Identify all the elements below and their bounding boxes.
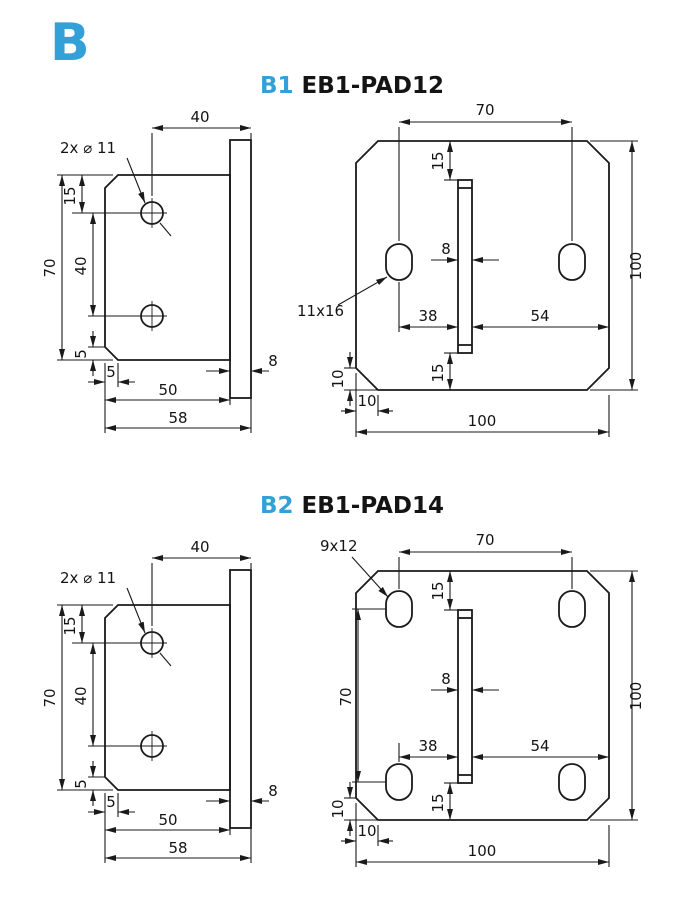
b2-front-slot-label: 9x12 bbox=[320, 537, 358, 555]
b2-title-code: B2 bbox=[260, 493, 294, 519]
b1-title-code: B1 bbox=[260, 73, 294, 99]
b1-front-slot-label: 11x16 bbox=[297, 302, 344, 320]
b2-hole-centerlines bbox=[137, 628, 167, 761]
b1-front-view: 70 15 8 11x16 38 54 15 100 10 10 100 bbox=[297, 101, 645, 437]
b1-side-dim-8: 8 bbox=[268, 352, 278, 370]
b1-bracket-outline bbox=[104, 139, 252, 399]
b1-side-dim-40-spacing: 40 bbox=[72, 256, 90, 275]
b1-front-dim-70-top: 70 bbox=[475, 101, 494, 119]
b2-front-dim-10-horiz: 10 bbox=[357, 822, 376, 840]
b1-side-dim-15: 15 bbox=[61, 186, 79, 205]
b1-front-dimension-lines bbox=[337, 119, 638, 437]
b1-side-view: 40 2x ⌀ 11 15 70 40 5 5 8 50 58 bbox=[41, 108, 278, 433]
b2-side-dim-5-vert: 5 bbox=[72, 779, 90, 789]
b1-side-dim-5-vert: 5 bbox=[72, 349, 90, 359]
b1-side-dim-5-horiz: 5 bbox=[106, 363, 116, 381]
b2-side-dim-40-spacing: 40 bbox=[72, 686, 90, 705]
b2-side-dim-50: 50 bbox=[158, 811, 177, 829]
b1-side-dim-70: 70 bbox=[41, 258, 59, 277]
b1-front-dim-10-vert: 10 bbox=[329, 369, 347, 388]
b2-front-dim-100-bottom: 100 bbox=[468, 842, 497, 860]
b2-front-dim-15-top: 15 bbox=[429, 581, 447, 600]
b2-side-view: 40 2x ⌀ 11 15 70 40 5 5 8 50 58 bbox=[41, 538, 278, 863]
b1-front-dim-54: 54 bbox=[530, 307, 549, 325]
b2-side-dim-58: 58 bbox=[168, 839, 187, 857]
b1-title-name: EB1-PAD12 bbox=[302, 73, 444, 99]
section-letter: B bbox=[50, 13, 90, 73]
b1-front-dim-15-bottom: 15 bbox=[429, 363, 447, 382]
b1-front-dim-10-horiz: 10 bbox=[357, 392, 376, 410]
b1-title: B1 EB1-PAD12 bbox=[260, 73, 444, 99]
b1-side-dim-40-top: 40 bbox=[190, 108, 209, 126]
b1-pad-outline bbox=[355, 140, 610, 391]
b2-title-name: EB1-PAD14 bbox=[302, 493, 444, 519]
b2-side-dimension-lines bbox=[57, 555, 269, 863]
b2-side-dim-15: 15 bbox=[61, 616, 79, 635]
b1-side-dim-58: 58 bbox=[168, 409, 187, 427]
b2-front-dim-38: 38 bbox=[418, 737, 437, 755]
b1-side-dimension-lines bbox=[57, 125, 269, 433]
b1-front-dim-38: 38 bbox=[418, 307, 437, 325]
b1-front-dim-8-rib: 8 bbox=[441, 240, 451, 258]
b1-front-dim-100-right: 100 bbox=[627, 252, 645, 281]
b2-side-dim-70: 70 bbox=[41, 688, 59, 707]
b2-side-dim-5-horiz: 5 bbox=[106, 793, 116, 811]
b1-hole-centerlines bbox=[137, 198, 167, 331]
b2-side-holes-label: 2x ⌀ 11 bbox=[60, 569, 116, 587]
b2-pad-outline bbox=[355, 570, 610, 821]
b1-side-dim-50: 50 bbox=[158, 381, 177, 399]
b2-front-dim-70-top: 70 bbox=[475, 531, 494, 549]
b2-front-dim-70-left: 70 bbox=[337, 687, 355, 706]
b2-side-dim-8: 8 bbox=[268, 782, 278, 800]
b2-front-dim-8-rib: 8 bbox=[441, 670, 451, 688]
b2-front-dim-10-vert: 10 bbox=[329, 799, 347, 818]
b2-front-dimension-lines bbox=[341, 549, 638, 867]
b1-front-dim-100-bottom: 100 bbox=[468, 412, 497, 430]
b2-front-dim-100-right: 100 bbox=[627, 682, 645, 711]
b1-side-holes-label: 2x ⌀ 11 bbox=[60, 139, 116, 157]
b2-title: B2 EB1-PAD14 bbox=[260, 493, 444, 519]
b2-bracket-outline bbox=[104, 569, 252, 829]
b2-front-dim-15-bottom: 15 bbox=[429, 793, 447, 812]
b2-front-view: 9x12 70 15 8 70 38 54 15 100 10 10 100 bbox=[320, 531, 645, 867]
b2-side-dim-40-top: 40 bbox=[190, 538, 209, 556]
b2-front-dim-54: 54 bbox=[530, 737, 549, 755]
b1-front-dim-15-top: 15 bbox=[429, 151, 447, 170]
